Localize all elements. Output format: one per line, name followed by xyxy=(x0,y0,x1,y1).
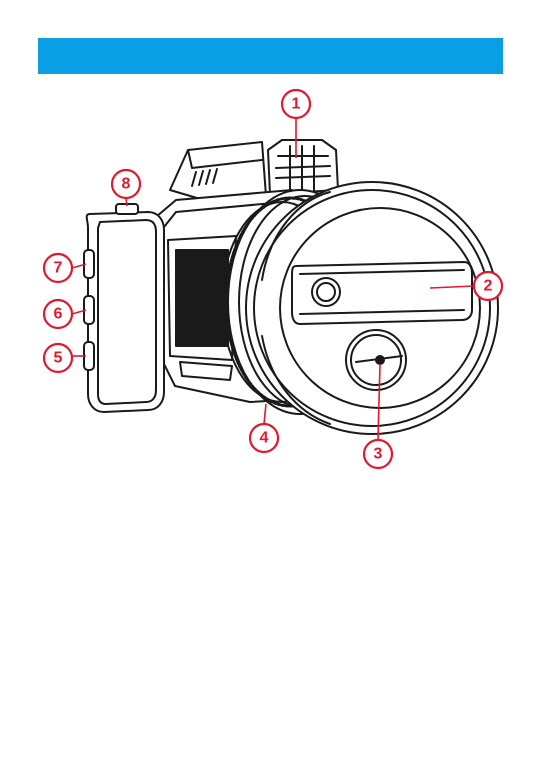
callout-1: 1 xyxy=(282,90,310,118)
callout-label: 5 xyxy=(54,350,63,367)
callout-7: 7 xyxy=(44,254,72,282)
callout-label: 8 xyxy=(122,176,131,193)
callout-6: 6 xyxy=(44,300,72,328)
callout-label: 1 xyxy=(292,96,301,113)
callout-label: 3 xyxy=(374,446,383,463)
callout-label: 2 xyxy=(484,278,493,295)
callout-5: 5 xyxy=(44,344,72,372)
callout-4: 4 xyxy=(250,424,278,452)
callout-label: 7 xyxy=(54,260,63,277)
callout-label: 4 xyxy=(260,430,269,447)
callout-label: 6 xyxy=(54,306,63,323)
leader-8 xyxy=(126,198,127,206)
callout-8: 8 xyxy=(112,170,140,198)
leader-4 xyxy=(264,404,266,424)
callout-3: 3 xyxy=(364,440,392,468)
callout-2: 2 xyxy=(474,272,502,300)
